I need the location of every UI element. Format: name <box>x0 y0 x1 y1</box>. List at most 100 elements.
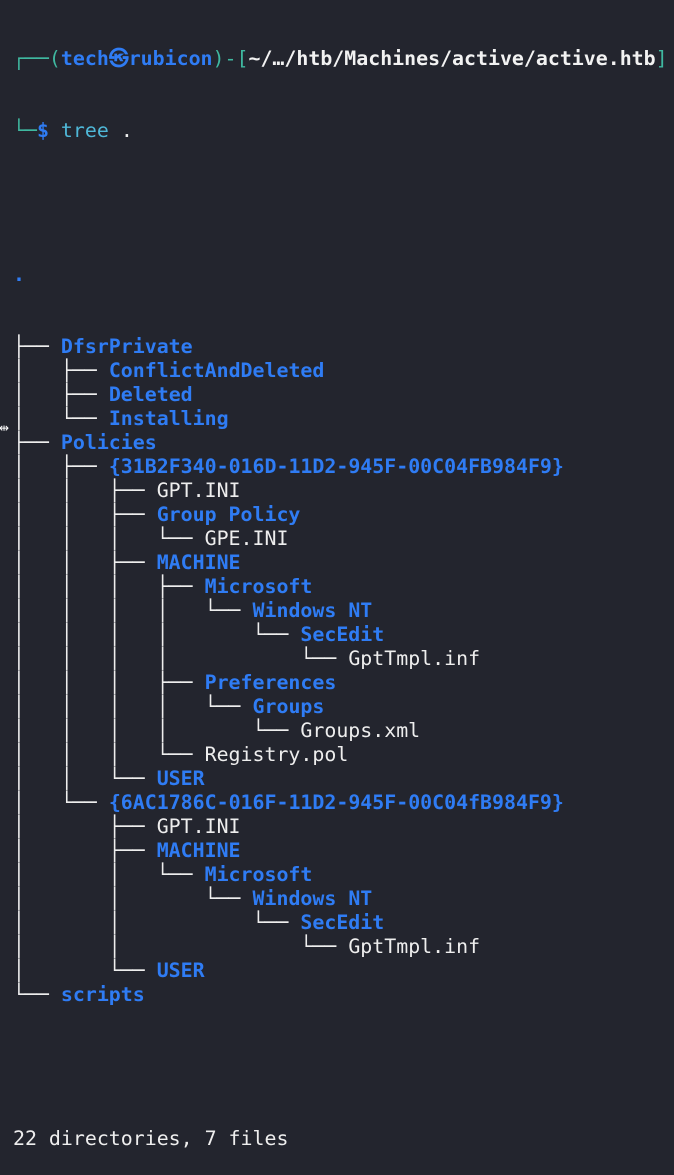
file-name: GPT.INI <box>156 479 241 502</box>
tree-entry-file: │ │ │ │ └── Groups.xml <box>13 719 668 743</box>
tree-branch: ├── <box>13 335 61 358</box>
file-name: GptTmpl.inf <box>348 935 481 958</box>
tree-branch: │ │ │ │ └── <box>13 599 253 622</box>
root-dir: . <box>13 263 25 286</box>
tree-entry-dir: │ │ └── USER <box>13 767 668 791</box>
tree-entry-file: │ │ │ └── GPE.INI <box>13 527 668 551</box>
tree-entry-dir: │ ├── Deleted <box>13 383 668 407</box>
tree-entry-file: │ │ ├── GPT.INI <box>13 479 668 503</box>
prompt-line-1: ┌──(tech㉿rubicon)-[~/…/htb/Machines/acti… <box>13 47 668 71</box>
directory-name: MACHINE <box>156 551 241 574</box>
tree-branch: │ │ │ └── <box>13 527 205 550</box>
tree-entry-file: │ ├── GPT.INI <box>13 815 668 839</box>
tree-entry-dir: │ │ └── Windows NT <box>13 887 668 911</box>
directory-name: Group Policy <box>156 503 301 526</box>
file-name: Groups.xml <box>300 719 421 742</box>
tree-entry-dir: │ │ └── SecEdit <box>13 911 668 935</box>
directory-name: Preferences <box>204 671 337 694</box>
tree-branch: │ └── <box>13 791 109 814</box>
tree-branch: │ └── <box>13 959 157 982</box>
tree-entry-dir: │ └── USER <box>13 959 668 983</box>
directory-name: Windows NT <box>252 887 373 910</box>
tree-branch: │ ├── <box>13 815 157 838</box>
command-argument: . <box>120 119 133 142</box>
directory-name: USER <box>156 959 205 982</box>
directory-name: scripts <box>60 983 145 1006</box>
directory-name: Deleted <box>108 383 193 406</box>
tree-branch: │ │ │ │ └── <box>13 623 301 646</box>
tree-entry-dir: ├── Policies <box>13 431 668 455</box>
tree-branch: │ │ ├── <box>13 503 157 526</box>
tree-branch: │ │ │ └── <box>13 743 205 766</box>
tree-entry-dir: │ ├── MACHINE <box>13 839 668 863</box>
directory-name: Installing <box>108 407 229 430</box>
tree-entry-dir: │ ├── {31B2F340-016D-11D2-945F-00C04FB98… <box>13 455 668 479</box>
tree-branch: │ ├── <box>13 383 109 406</box>
tree-entry-dir: │ │ │ │ └── Windows NT <box>13 599 668 623</box>
directory-name: Microsoft <box>204 863 313 886</box>
tree-entry-dir: │ │ ├── MACHINE <box>13 551 668 575</box>
prompt-corner: └─ <box>13 119 37 142</box>
tree-branch: │ │ └── <box>13 911 301 934</box>
tree-branch: │ │ └── <box>13 887 253 910</box>
tree-branch: ├── <box>13 431 61 454</box>
directory-name: Groups <box>252 695 325 718</box>
prompt-user: tech <box>60 47 109 70</box>
tree-branch: │ ├── <box>13 839 157 862</box>
directory-name: DfsrPrivate <box>60 335 193 358</box>
prompt-dollar: $ <box>36 119 49 142</box>
directory-name: ConflictAndDeleted <box>108 359 325 382</box>
tree-branch: │ │ │ ├── <box>13 575 205 598</box>
blank-line <box>13 191 668 215</box>
prompt-path: ~/…/htb/Machines/active/active.htb <box>248 47 656 70</box>
tree-branch: │ │ │ │ └── <box>13 719 301 742</box>
tree-branch: │ ├── <box>13 455 109 478</box>
prompt-line-2: └─$ tree . <box>13 119 668 143</box>
tree-branch: │ ├── <box>13 359 109 382</box>
file-name: GPE.INI <box>204 527 289 550</box>
tree-branch: │ │ └── <box>13 863 205 886</box>
tree-entry-dir: │ └── {6AC1786C-016F-11D2-945F-00C04fB98… <box>13 791 668 815</box>
summary-line: 22 directories, 7 files <box>13 1127 289 1150</box>
resize-cursor-icon: ⇹ <box>0 421 10 435</box>
prompt-host: rubicon <box>128 47 213 70</box>
directory-name: MACHINE <box>156 839 241 862</box>
directory-name: {6AC1786C-016F-11D2-945F-00C04fB984F9} <box>108 791 564 814</box>
directory-name: USER <box>156 767 205 790</box>
tree-branch: └── <box>13 983 61 1006</box>
directory-name: Windows NT <box>252 599 373 622</box>
file-name: Registry.pol <box>204 743 349 766</box>
tree-entry-dir: │ ├── ConflictAndDeleted <box>13 359 668 383</box>
tree-entry-dir: │ │ │ │ └── SecEdit <box>13 623 668 647</box>
tree-listing: ├── DfsrPrivate│ ├── ConflictAndDeleted│… <box>13 335 668 1007</box>
tree-branch: │ │ │ ├── <box>13 671 205 694</box>
tree-entry-dir: └── scripts <box>13 983 668 1007</box>
file-name: GptTmpl.inf <box>348 647 481 670</box>
tree-entry-dir: │ └── Installing <box>13 407 668 431</box>
tree-entry-dir: │ │ └── Microsoft <box>13 863 668 887</box>
tree-branch: │ │ └── <box>13 767 157 790</box>
file-name: GPT.INI <box>156 815 241 838</box>
tree-branch: │ └── <box>13 407 109 430</box>
tree-root: . <box>13 263 668 287</box>
directory-name: Microsoft <box>204 575 313 598</box>
tree-branch: │ │ └── <box>13 935 349 958</box>
tree-branch: │ │ │ │ └── <box>13 647 349 670</box>
tree-entry-dir: │ │ ├── Group Policy <box>13 503 668 527</box>
directory-name: {31B2F340-016D-11D2-945F-00C04FB984F9} <box>108 455 564 478</box>
tree-entry-dir: │ │ │ ├── Microsoft <box>13 575 668 599</box>
command-name: tree <box>60 119 109 142</box>
directory-name: SecEdit <box>300 911 385 934</box>
tree-branch: │ │ ├── <box>13 551 157 574</box>
prompt-bracket: ┌──( <box>13 47 61 70</box>
tree-entry-dir: │ │ │ ├── Preferences <box>13 671 668 695</box>
prompt-at-icon: ㉿ <box>108 47 129 70</box>
terminal-output: ┌──(tech㉿rubicon)-[~/…/htb/Machines/acti… <box>13 0 668 1175</box>
tree-entry-dir: │ │ │ │ └── Groups <box>13 695 668 719</box>
tree-branch: │ │ │ │ └── <box>13 695 253 718</box>
tree-entry-dir: ├── DfsrPrivate <box>13 335 668 359</box>
directory-name: SecEdit <box>300 623 385 646</box>
tree-entry-file: │ │ │ │ └── GptTmpl.inf <box>13 647 668 671</box>
tree-entry-file: │ │ │ └── Registry.pol <box>13 743 668 767</box>
prompt-separator: )-[ <box>212 47 249 70</box>
